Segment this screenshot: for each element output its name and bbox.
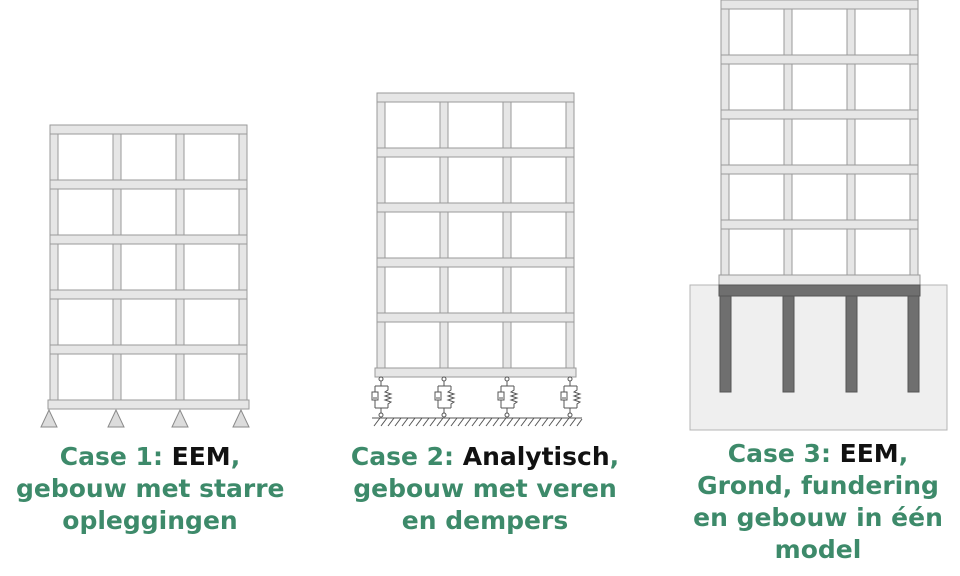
case2-caption-heading: Case 2: Analytisch, xyxy=(350,442,620,471)
foundation-pile xyxy=(907,295,920,393)
case3-caption-line: Grond, fundering xyxy=(697,471,939,500)
case1-caption-line: gebouw met starre xyxy=(16,474,285,503)
spring-damper-icon xyxy=(497,376,519,418)
foundation-pile xyxy=(719,295,732,393)
case1-caption: Case 1: EEM, gebouw met starre oplegging… xyxy=(16,441,285,537)
spring-damper-icon xyxy=(434,376,456,418)
case1-caption-heading: Case 1: EEM, xyxy=(59,442,241,471)
pin-support-icon xyxy=(232,408,250,428)
case1-caption-line: opleggingen xyxy=(62,506,238,535)
case2-ground-hatch xyxy=(372,417,583,427)
pin-support-icon xyxy=(40,408,58,428)
case3-soil-block xyxy=(689,284,948,431)
case2-method: Analytisch xyxy=(462,442,610,471)
case3-caption: Case 3: EEM, Grond, fundering en gebouw … xyxy=(680,438,956,566)
foundation-pile xyxy=(845,295,858,393)
spring-damper-icon xyxy=(560,376,582,418)
case3-caption-line: model xyxy=(774,535,862,564)
case2-caption-line: gebouw met veren xyxy=(353,474,617,503)
case3-method: EEM xyxy=(839,439,899,468)
case3-caption-heading: Case 3: EEM, xyxy=(727,439,909,468)
case3-frame xyxy=(718,0,921,286)
spring-damper-icon xyxy=(371,376,393,418)
case2-spring-dampers xyxy=(371,376,582,418)
foundation-slab xyxy=(718,284,921,297)
case2-caption-line: en dempers xyxy=(401,506,569,535)
case2-caption: Case 2: Analytisch, gebouw met veren en … xyxy=(340,441,630,537)
case1-rigid-supports xyxy=(40,408,250,428)
case1-method: EEM xyxy=(171,442,231,471)
pin-support-icon xyxy=(171,408,189,428)
pin-support-icon xyxy=(107,408,125,428)
case2-frame xyxy=(374,92,577,378)
case3-caption-line: en gebouw in één xyxy=(693,503,943,532)
foundation-pile xyxy=(782,295,795,393)
case1-frame xyxy=(47,124,250,410)
case3-foundation xyxy=(718,284,921,393)
